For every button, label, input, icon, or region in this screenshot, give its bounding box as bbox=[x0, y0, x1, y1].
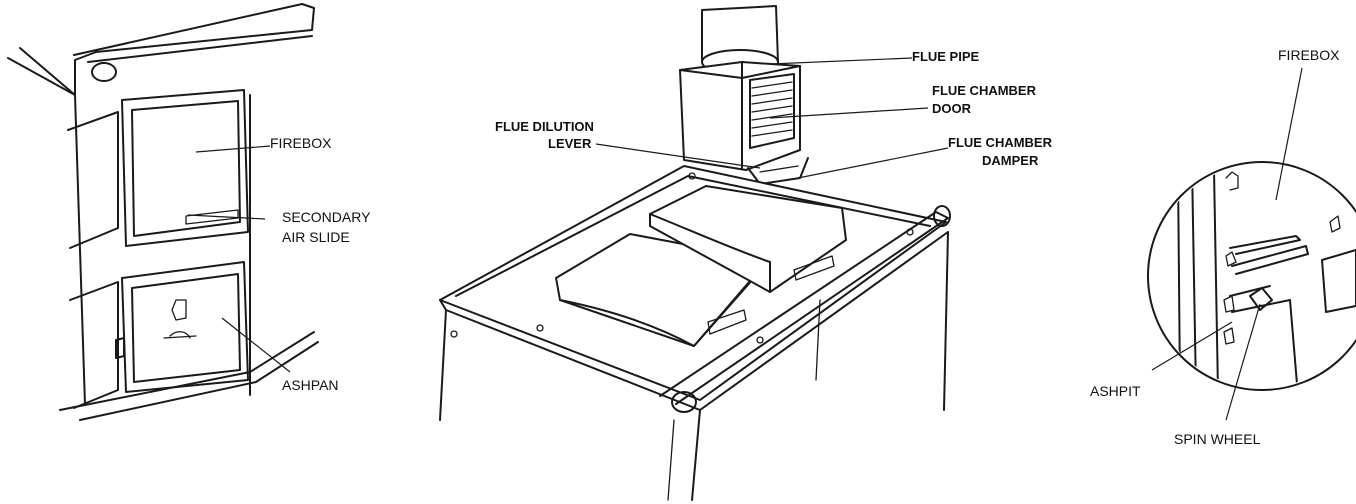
flue-chamber-door-label-line1: FLUE CHAMBER bbox=[932, 83, 1037, 98]
flue-dilution-lever-label-line2: LEVER bbox=[548, 136, 592, 151]
flue-chamber-door-label-line2: DOOR bbox=[932, 101, 972, 116]
ashpan-label: ASHPAN bbox=[282, 377, 339, 393]
flue-chamber-damper-label-line1: FLUE CHAMBER bbox=[948, 135, 1053, 150]
flue-chamber-damper-label-line2: DAMPER bbox=[982, 153, 1039, 168]
spin-wheel-label: SPIN WHEEL bbox=[1174, 431, 1261, 447]
right-leader-lines bbox=[1151, 67, 1303, 421]
flue-dilution-lever-label-line1: FLUE DILUTION bbox=[495, 119, 594, 134]
left-leader-lines bbox=[187, 145, 291, 373]
secondary-air-slide-label-line1: SECONDARY bbox=[282, 209, 371, 225]
left-stove-front-illustration bbox=[7, 3, 319, 421]
ashpit-label: ASHPIT bbox=[1090, 383, 1141, 399]
right-firebox-label: FIREBOX bbox=[1278, 47, 1340, 63]
right-circular-detail-illustration bbox=[1147, 161, 1356, 391]
secondary-air-slide-label-line2: AIR SLIDE bbox=[282, 229, 350, 245]
center-leader-lines bbox=[595, 57, 949, 181]
flue-pipe-label: FLUE PIPE bbox=[912, 49, 980, 64]
center-stove-illustration bbox=[439, 5, 951, 501]
left-firebox-label: FIREBOX bbox=[270, 135, 332, 151]
